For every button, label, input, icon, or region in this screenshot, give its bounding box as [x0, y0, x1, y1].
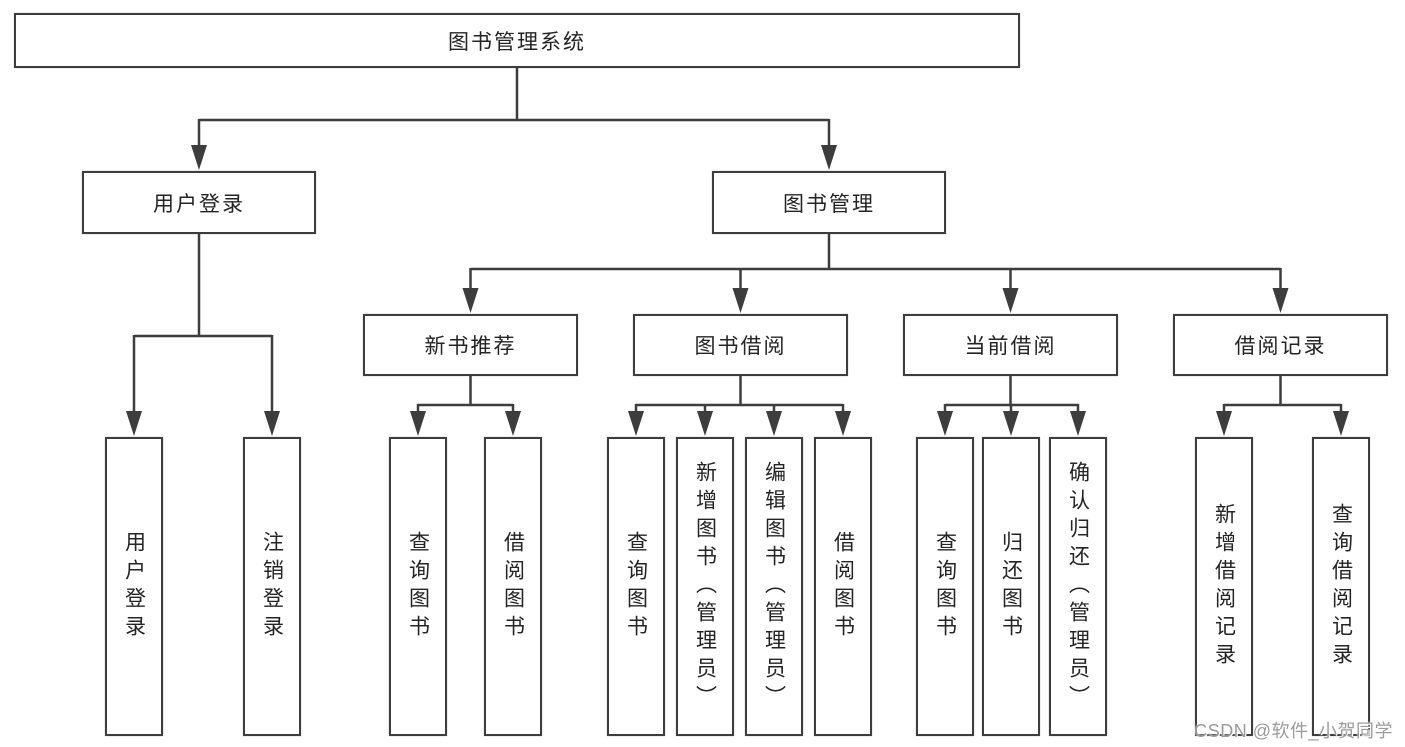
leaf-edit-books-admin: 编辑图书（管理员） — [745, 437, 803, 736]
leaf-borrow-books: 借阅图书 — [814, 437, 872, 736]
node-library-management-system: 图书管理系统 — [14, 13, 1020, 68]
connector-borrow-records-children — [1222, 376, 1343, 414]
leaf-query-books-recommend: 查询图书 — [389, 437, 447, 736]
connector-new-book-recommend-children — [416, 376, 515, 414]
leaf-confirm-return-admin: 确认归还（管理员） — [1049, 437, 1107, 736]
node-book-management: 图书管理 — [712, 171, 946, 234]
connector-book-management-children — [469, 234, 1282, 291]
connector-current-borrow-children — [943, 376, 1080, 414]
connector-book-borrow-children — [634, 376, 845, 414]
leaf-query-books-current: 查询图书 — [916, 437, 974, 736]
leaf-add-books-admin: 新增图书（管理员） — [676, 437, 734, 736]
node-borrow-records: 借阅记录 — [1173, 314, 1388, 376]
connector-user-login-children — [132, 234, 274, 414]
leaf-user-login: 用户登录 — [105, 437, 163, 736]
leaf-add-borrow-record: 新增借阅记录 — [1195, 437, 1253, 736]
connector-arrowheads — [126, 145, 1349, 436]
leaf-query-borrow-record: 查询借阅记录 — [1312, 437, 1370, 736]
leaf-borrow-books-recommend: 借阅图书 — [484, 437, 542, 736]
leaf-return-books: 归还图书 — [982, 437, 1040, 736]
node-new-book-recommend: 新书推荐 — [363, 314, 578, 376]
leaf-logout: 注销登录 — [243, 437, 301, 736]
node-book-borrow: 图书借阅 — [633, 314, 848, 376]
leaf-query-books-borrow: 查询图书 — [607, 437, 665, 736]
connector-root-to-level2 — [197, 68, 831, 148]
node-current-borrow: 当前借阅 — [903, 314, 1118, 376]
node-user-login: 用户登录 — [82, 171, 316, 234]
csdn-watermark: CSDN @软件_小贺同学 — [1194, 721, 1393, 741]
